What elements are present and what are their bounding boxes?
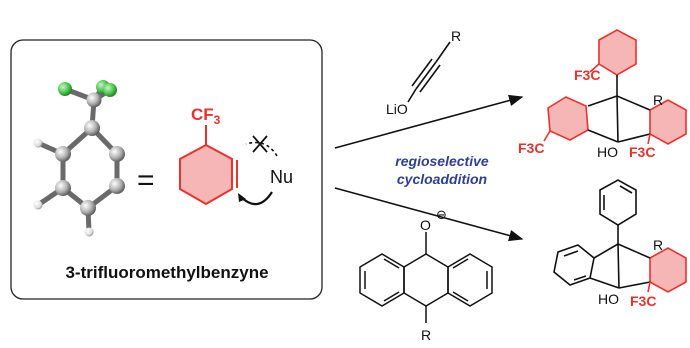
reagent-anthracenolate	[359, 232, 493, 323]
reagent-ynolate	[407, 41, 451, 103]
product-lower-ho: HO	[598, 291, 619, 307]
arrow-lower	[334, 187, 524, 242]
ynolate-lio-label: LiO	[386, 101, 408, 117]
anthracenolate-r-label: R	[421, 327, 431, 343]
arrow-upper	[334, 94, 524, 149]
product-upper-ho: HO	[597, 144, 618, 160]
product-upper-f3c-right: F3C	[629, 144, 655, 160]
atom-spheres	[33, 80, 125, 237]
product-lower-r: R	[653, 237, 663, 253]
benzyne-structure: CF3	[179, 105, 238, 206]
product-upper	[543, 29, 687, 145]
ynolate-r-label: R	[451, 28, 461, 44]
product-upper-r: R	[653, 92, 663, 108]
product-upper-f3c-top: F3C	[574, 67, 600, 83]
charge-icon: ⊖	[436, 207, 447, 222]
equals-sign: =	[137, 164, 155, 197]
product-lower	[553, 179, 687, 293]
cf3-label: CF3	[191, 105, 221, 127]
panel-caption: 3-trifluoromethylbenzyne	[65, 263, 268, 282]
product-upper-f3c-left: F3C	[518, 140, 544, 156]
anthracenolate-o-label: O	[420, 217, 431, 233]
product-lower-f3c: F3C	[630, 293, 656, 309]
condition-line-1: regioselective	[395, 153, 489, 169]
nucleophile-label: Nu	[270, 167, 293, 187]
blocked-attack-arrow	[245, 141, 278, 157]
condition-line-2: cycloaddition	[397, 171, 487, 187]
